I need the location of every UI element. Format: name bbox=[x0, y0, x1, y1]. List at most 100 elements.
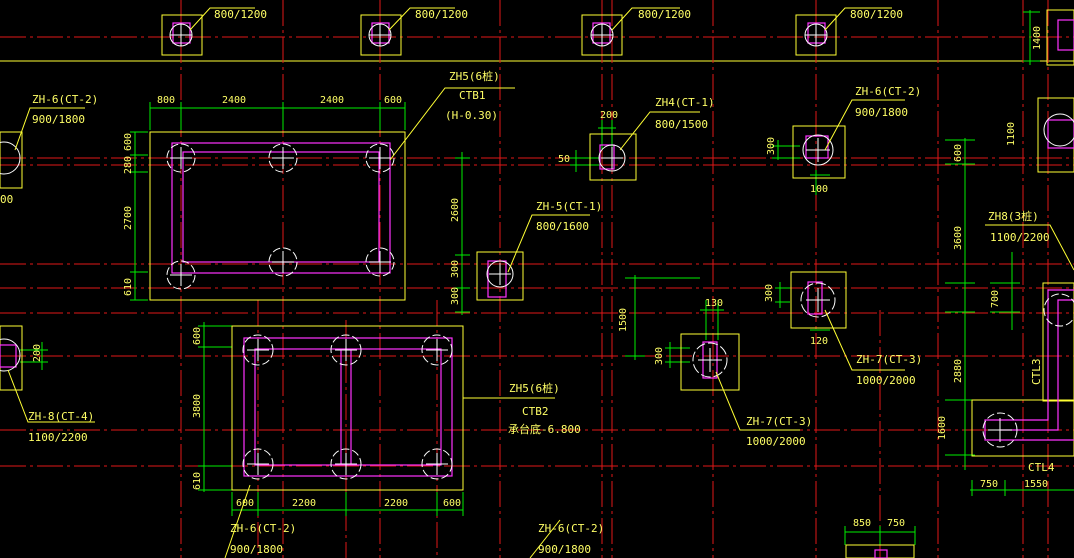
label-zh8-left-size: 1100/2200 bbox=[28, 431, 88, 444]
label-zh8-right-size: 1100/2200 bbox=[990, 231, 1050, 244]
label-ctb2: CTB2 bbox=[522, 405, 549, 418]
cap-top-4 bbox=[795, 14, 837, 56]
cap-zh4 bbox=[589, 133, 637, 181]
dim-r-1600: 1600 bbox=[937, 416, 948, 440]
label-ctb2-elev: 承台底-6.800 bbox=[508, 422, 581, 436]
dimension-text: 800 2400 2400 600 600 280 2700 610 2600 … bbox=[32, 26, 1048, 529]
pile-right-2 bbox=[1043, 293, 1074, 327]
pile-top-4 bbox=[804, 23, 828, 47]
cap-right-1 bbox=[1037, 97, 1074, 173]
labels: 800/1200 800/1200 800/1200 800/1200 ZH-6… bbox=[0, 8, 1055, 556]
pile-right-1 bbox=[1043, 113, 1074, 147]
pile-ctb2-1 bbox=[242, 334, 274, 366]
dim-ctb1-v280: 280 bbox=[123, 156, 134, 174]
pile-ctb1-1 bbox=[166, 143, 196, 173]
label-zh6-left-size: 900/1800 bbox=[32, 113, 85, 126]
dim-zh7m-300: 300 bbox=[654, 347, 665, 365]
label-zh6-bottom-a-size: 900/1800 bbox=[230, 543, 283, 556]
dim-left-200: 200 bbox=[32, 344, 43, 362]
dim-br-850: 850 bbox=[853, 518, 871, 529]
label-frag-00: 00 bbox=[0, 193, 13, 206]
dim-r-700: 700 bbox=[990, 290, 1001, 308]
dim-zh6r-300: 300 bbox=[766, 137, 777, 155]
pile-ctb2-5 bbox=[330, 448, 362, 480]
pile-ctb2-6 bbox=[421, 448, 453, 480]
pile-ctb2-4 bbox=[242, 448, 274, 480]
pile-ctb2-3 bbox=[421, 334, 453, 366]
label-zh5-bottom: ZH5(6桩) bbox=[509, 381, 560, 395]
dim-zh7r-120: 120 bbox=[810, 336, 828, 347]
label-zh7-right-size: 1000/2000 bbox=[856, 374, 916, 387]
dim-r-2880: 2880 bbox=[953, 359, 964, 383]
label-zh6-bottom-a: ZH-6(CT-2) bbox=[230, 522, 296, 535]
label-ctb1-elev: (H-0.30) bbox=[445, 109, 498, 122]
pile-ctb2-2 bbox=[330, 334, 362, 366]
cap-left-1 bbox=[0, 131, 23, 189]
label-zh6-bottom-b: ZH-6(CT-2) bbox=[538, 522, 604, 535]
dim-zh7m-130: 130 bbox=[705, 298, 723, 309]
cap-ctb1 bbox=[149, 131, 406, 301]
dim-ctb1-v2700: 2700 bbox=[123, 206, 134, 230]
dim-ctb2-v610: 610 bbox=[192, 472, 203, 490]
dim-br-750: 750 bbox=[887, 518, 905, 529]
label-zh6-right-size: 900/1800 bbox=[855, 106, 908, 119]
pile-zh4 bbox=[598, 144, 626, 172]
dim-tr-1400: 1400 bbox=[1032, 26, 1043, 50]
label-top-2: 800/1200 bbox=[415, 8, 468, 21]
dim-v2600: 2600 bbox=[450, 198, 461, 222]
dim-ctb1-v600: 600 bbox=[123, 133, 134, 151]
label-zh4: ZH4(CT-1) bbox=[655, 96, 715, 109]
cap-zh5-ct1 bbox=[476, 251, 524, 301]
cap-top-1 bbox=[161, 14, 203, 56]
cap-top-3 bbox=[581, 14, 623, 56]
label-top-3: 800/1200 bbox=[638, 8, 691, 21]
dim-r-600: 600 bbox=[953, 144, 964, 162]
label-zh7-mid-size: 1000/2000 bbox=[746, 435, 806, 448]
cap-bottom-right bbox=[845, 544, 915, 558]
dim-tr-1100: 1100 bbox=[1006, 122, 1017, 146]
pile-zh7-right bbox=[800, 282, 836, 318]
label-zh7-right: ZH-7(CT-3) bbox=[856, 353, 922, 366]
label-zh5-top: ZH5(6桩) bbox=[449, 69, 500, 83]
label-ctl3: CTL3 bbox=[1030, 359, 1043, 386]
label-top-4: 800/1200 bbox=[850, 8, 903, 21]
dimension-lines bbox=[20, 10, 1074, 545]
pile-zh6-right bbox=[802, 134, 834, 166]
pile-left-2 bbox=[0, 338, 21, 372]
cap-top-5 bbox=[1046, 9, 1074, 66]
pile-ctl4 bbox=[982, 412, 1018, 448]
label-zh8-left: ZH-8(CT-4) bbox=[28, 410, 94, 423]
dim-r-3600: 3600 bbox=[953, 226, 964, 250]
label-top-1: 800/1200 bbox=[214, 8, 267, 21]
dim-ctb1-2400b: 2400 bbox=[320, 95, 344, 106]
dim-ctb1-800: 800 bbox=[157, 95, 175, 106]
label-zh8-right: ZH8(3桩) bbox=[988, 209, 1039, 223]
dim-ctb1-v610: 610 bbox=[123, 278, 134, 296]
dim-r-750: 750 bbox=[980, 479, 998, 490]
label-ctl4: CTL4 bbox=[1028, 461, 1055, 474]
dim-v1500: 1500 bbox=[618, 308, 629, 332]
cap-ctl4 bbox=[971, 399, 1074, 457]
cap-left-2 bbox=[0, 325, 23, 391]
cap-top-2 bbox=[360, 14, 402, 56]
pile-zh5-ct1 bbox=[486, 260, 514, 288]
dim-zh6r-100: 100 bbox=[810, 184, 828, 195]
dim-ctb2-v600: 600 bbox=[192, 327, 203, 345]
pile-ctb1-2 bbox=[268, 143, 298, 173]
cap-zh7-right bbox=[790, 271, 847, 329]
cap-zh7-mid bbox=[680, 333, 740, 391]
pile-top-2 bbox=[368, 23, 392, 47]
dim-zh4-200: 200 bbox=[600, 110, 618, 121]
pile-ctb1-3 bbox=[365, 143, 395, 173]
pile-top-3 bbox=[590, 23, 614, 47]
piles bbox=[0, 23, 1074, 480]
dim-ctb1-600: 600 bbox=[384, 95, 402, 106]
dim-ctb2-2200b: 2200 bbox=[384, 498, 408, 509]
label-ctb1: CTB1 bbox=[459, 89, 486, 102]
dim-r-1550: 1550 bbox=[1024, 479, 1048, 490]
leaders bbox=[7, 7, 1074, 558]
label-zh7-mid: ZH-7(CT-3) bbox=[746, 415, 812, 428]
label-zh5-ct1-size: 800/1600 bbox=[536, 220, 589, 233]
